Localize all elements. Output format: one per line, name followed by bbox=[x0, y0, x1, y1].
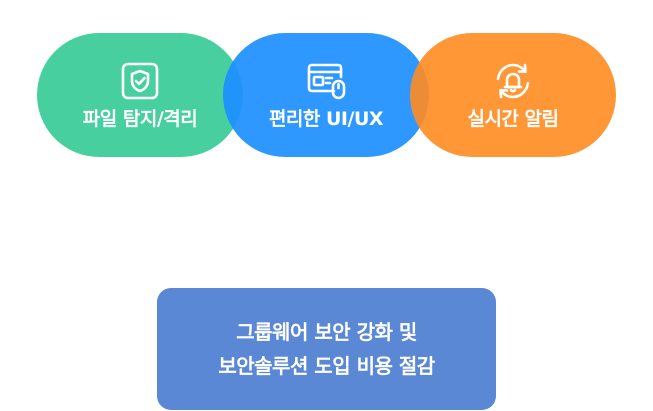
summary-line-2: 보안솔루션 도입 비용 절감 bbox=[218, 354, 435, 378]
summary-line-1: 그룹웨어 보안 강화 및 bbox=[236, 320, 417, 344]
bell-refresh-icon bbox=[491, 59, 535, 103]
window-mouse-icon bbox=[304, 59, 348, 103]
feature-label: 편리한 UI/UX bbox=[268, 108, 384, 130]
feature-pill-ui-ux: 편리한 UI/UX bbox=[223, 33, 429, 157]
shield-check-icon bbox=[118, 59, 162, 103]
feature-pill-file-detection: 파일 탐지/격리 bbox=[37, 33, 243, 157]
feature-label: 실시간 알림 bbox=[467, 108, 559, 130]
feature-label: 파일 탐지/격리 bbox=[82, 108, 198, 130]
summary-box: 그룹웨어 보안 강화 및 보안솔루션 도입 비용 절감 bbox=[157, 288, 496, 410]
feature-pill-realtime-alert: 실시간 알림 bbox=[410, 33, 616, 157]
